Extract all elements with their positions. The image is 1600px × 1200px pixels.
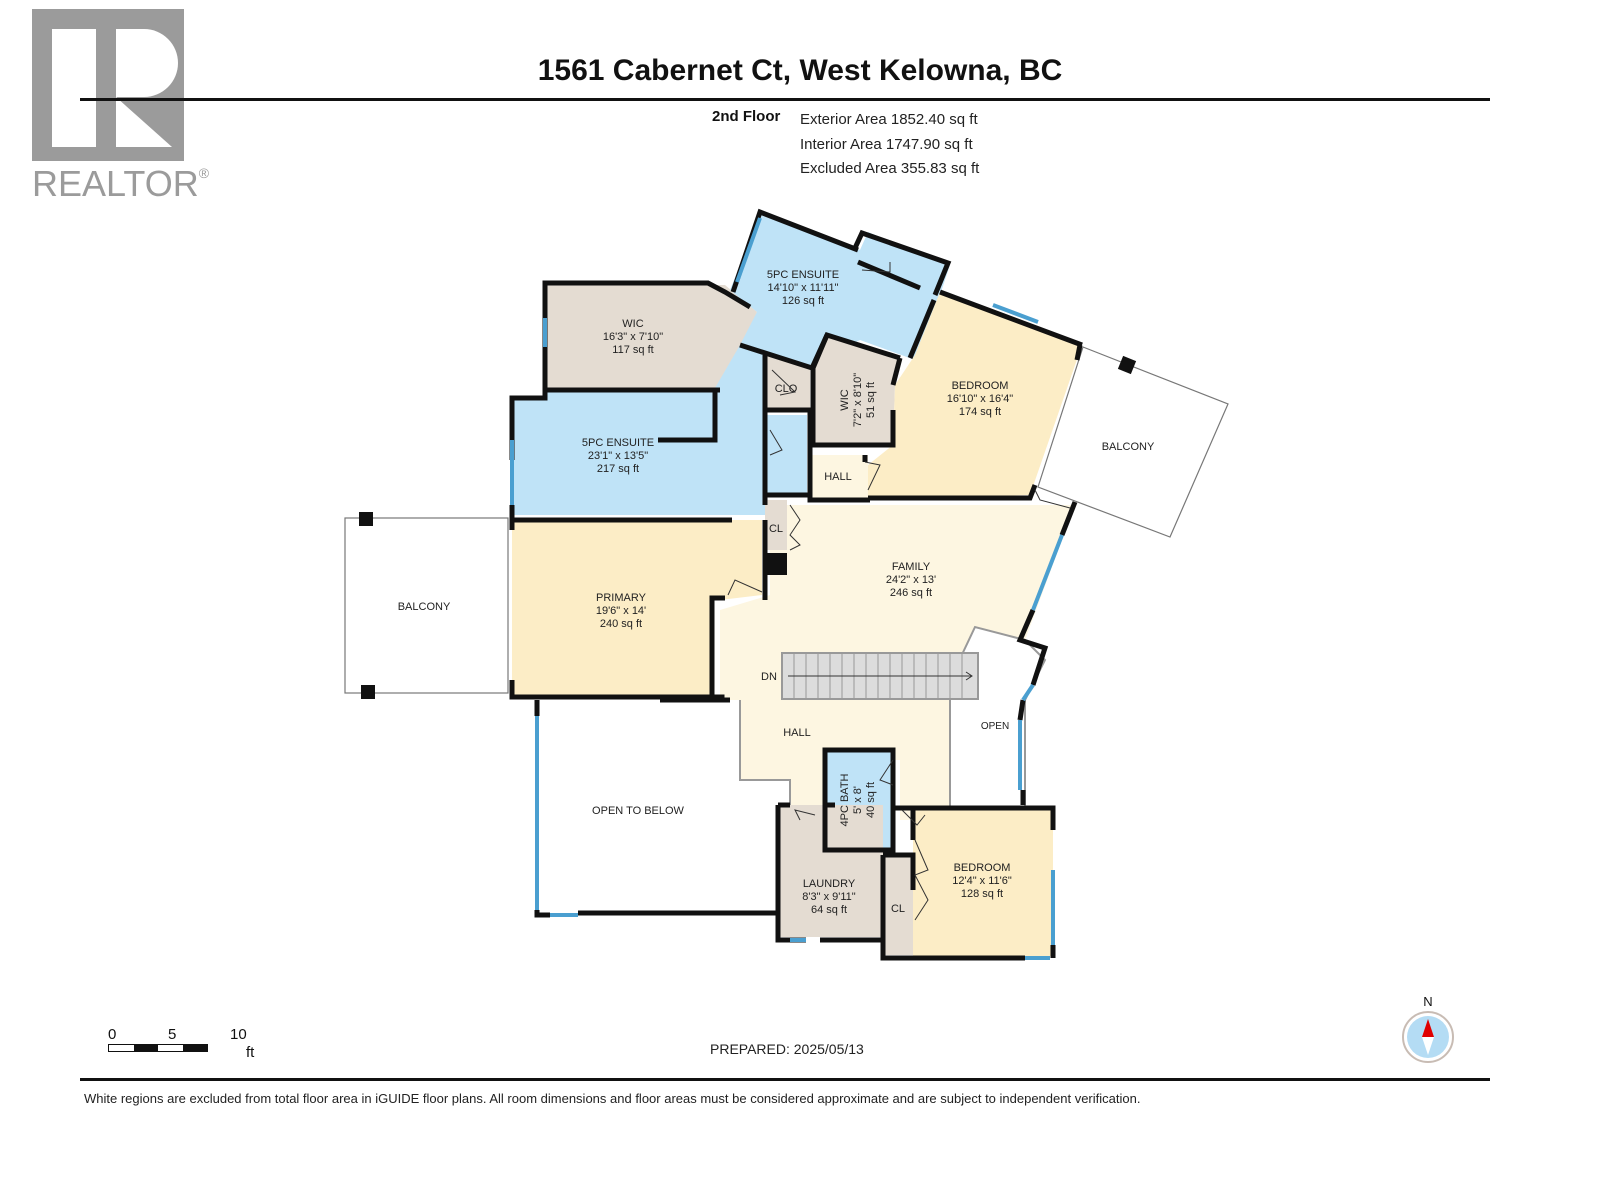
svg-text:24'2" x 13': 24'2" x 13' [886, 574, 936, 586]
svg-text:4PC BATH: 4PC BATH [839, 773, 851, 826]
realtor-wordmark: REALTOR® [32, 163, 210, 204]
label-hall-main: HALL [783, 727, 811, 739]
footer-divider [80, 1078, 1490, 1081]
realtor-logo: REALTOR® [32, 9, 210, 205]
header-divider [80, 98, 1490, 101]
svg-text:WIC: WIC [622, 318, 643, 330]
scale-bar-graphic [108, 1044, 208, 1052]
room-ensuite-main [512, 345, 765, 515]
svg-text:5PC ENSUITE: 5PC ENSUITE [767, 269, 839, 281]
room-bedroom-se [913, 808, 1053, 956]
room-bedroom-ne [868, 292, 1082, 500]
svg-text:117 sq ft: 117 sq ft [612, 344, 653, 356]
svg-text:174 sq ft: 174 sq ft [959, 406, 1001, 418]
svg-text:240 sq ft: 240 sq ft [600, 618, 642, 630]
balcony-east [1037, 346, 1229, 538]
interior-area: Interior Area 1747.90 sq ft [800, 135, 973, 153]
svg-text:16'3" x 7'10": 16'3" x 7'10" [603, 331, 663, 343]
closet-cl-bottom [883, 855, 913, 955]
scale-bar: 0 5 10 ft [108, 1026, 254, 1061]
label-dn: DN [761, 671, 777, 683]
page-title: 1561 Cabernet Ct, West Kelowna, BC [537, 54, 1063, 87]
compass: N [1398, 994, 1458, 1070]
svg-text:19'6" x 14': 19'6" x 14' [596, 605, 646, 617]
label-cl-bottom: CL [891, 903, 905, 915]
label-balcony-east: BALCONY [1102, 441, 1155, 453]
stairs [781, 652, 979, 700]
svg-text:16'10" x 16'4": 16'10" x 16'4" [947, 393, 1014, 405]
svg-text:5PC ENSUITE: 5PC ENSUITE [582, 437, 654, 449]
svg-text:8'3" x 9'11": 8'3" x 9'11" [802, 891, 855, 903]
room-ensuite-top [730, 215, 950, 365]
room-hall-small [812, 455, 868, 500]
svg-text:40 sq ft: 40 sq ft [865, 782, 877, 818]
label-balcony-west: BALCONY [398, 601, 451, 613]
svg-text:246 sq ft: 246 sq ft [890, 587, 932, 599]
label-open-to-below: OPEN TO BELOW [592, 805, 685, 817]
svg-text:PRIMARY: PRIMARY [596, 592, 647, 604]
svg-text:23'1" x 13'5": 23'1" x 13'5" [588, 450, 648, 462]
svg-text:BEDROOM: BEDROOM [954, 862, 1011, 874]
windows [510, 217, 1064, 960]
svg-text:51 sq ft: 51 sq ft [865, 382, 877, 418]
svg-text:126 sq ft: 126 sq ft [782, 295, 824, 307]
area-summary: Exterior Area 1852.40 sq ft Interior Are… [800, 108, 979, 182]
room-wic-small [815, 335, 900, 445]
label-clo: CLO [775, 383, 798, 395]
svg-text:FAMILY: FAMILY [892, 561, 931, 573]
closet-clo [765, 355, 810, 408]
svg-text:64 sq ft: 64 sq ft [811, 904, 847, 916]
balcony-west [344, 512, 509, 699]
svg-text:LAUNDRY: LAUNDRY [803, 878, 856, 890]
label-hall-small: HALL [824, 471, 852, 483]
svg-text:14'10" x 11'11": 14'10" x 11'11" [768, 282, 839, 294]
open-to-below [540, 700, 790, 925]
doors [727, 262, 1071, 921]
svg-text:7'2" x 8'10": 7'2" x 8'10" [852, 373, 864, 427]
label-cl-top: CL [769, 523, 783, 535]
prepared-date: PREPARED: 2025/05/13 [710, 1041, 864, 1057]
excluded-area: Excluded Area 355.83 sq ft [800, 160, 980, 177]
svg-text:BEDROOM: BEDROOM [952, 380, 1009, 392]
compass-north-label: N [1423, 994, 1433, 1009]
svg-text:217 sq ft: 217 sq ft [597, 463, 639, 475]
svg-text:5' x 8': 5' x 8' [852, 786, 864, 814]
label-open: OPEN [981, 721, 1009, 732]
closet-cl-top [765, 500, 787, 550]
room-name: 5PC ENSUITE [767, 269, 839, 281]
footer-disclaimer: White regions are excluded from total fl… [84, 1091, 1141, 1106]
room-primary [512, 520, 762, 695]
room-wic-top [545, 285, 757, 390]
room-labels: 5PC ENSUITE 14'10" x 11'11" 126 sq ft WI… [398, 269, 1155, 916]
room-laundry [778, 805, 883, 937]
scale-tick-10: 10 [230, 1026, 247, 1043]
exterior-area: Exterior Area 1852.40 sq ft [800, 111, 978, 128]
scale-unit: ft [246, 1044, 255, 1061]
svg-text:WIC: WIC [839, 389, 851, 410]
realtor-r-mark-icon [32, 9, 184, 161]
compass-icon [1402, 1011, 1454, 1063]
svg-text:128 sq ft: 128 sq ft [961, 888, 1003, 900]
svg-text:12'4" x 11'6": 12'4" x 11'6" [952, 875, 1012, 887]
floor-label: 2nd Floor [712, 108, 781, 125]
scale-tick-0: 0 [108, 1026, 117, 1043]
scale-tick-5: 5 [168, 1026, 177, 1043]
